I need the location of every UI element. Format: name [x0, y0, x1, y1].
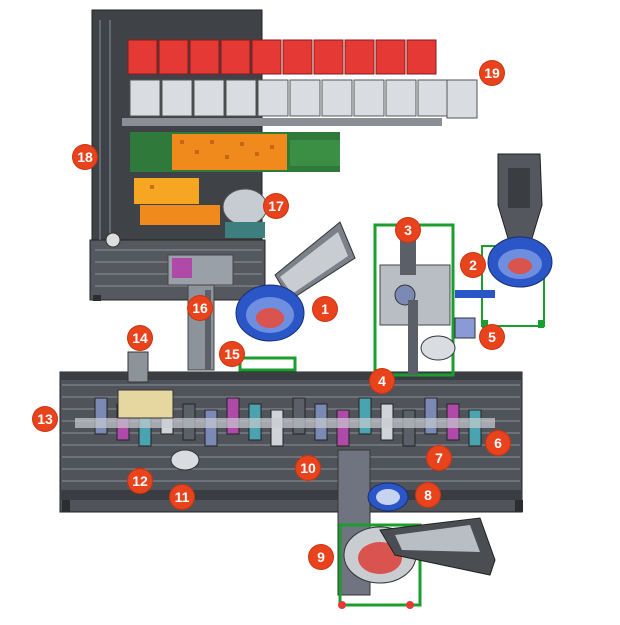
storage-bin: [406, 39, 437, 75]
parts-tray: [225, 79, 257, 117]
callout-17: 17: [264, 194, 288, 218]
callout-12: 12: [128, 469, 152, 493]
storage-bin: [375, 39, 406, 75]
storage-bin: [127, 39, 158, 75]
callout-5: 5: [480, 325, 504, 349]
parts-tray: [193, 79, 225, 117]
callout-9: 9: [309, 545, 333, 569]
callout-10: 10: [296, 456, 320, 480]
callout-15: 15: [220, 342, 244, 366]
pick-robot: [105, 188, 268, 248]
parts-tray: [257, 79, 289, 117]
storage-bin: [282, 39, 313, 75]
parts-tray-loose: [446, 79, 478, 119]
callout-3: 3: [396, 218, 420, 242]
orange-conveyor: [130, 132, 340, 225]
assembly-station: [424, 397, 438, 435]
parts-tray: [129, 79, 161, 117]
callout-2: 2: [461, 253, 485, 277]
table-top-strip: [60, 372, 522, 380]
storage-bin: [158, 39, 189, 75]
parts-tray: [289, 79, 321, 117]
assembly-station: [358, 397, 372, 435]
callout-13: 13: [33, 407, 57, 431]
parts-tray: [417, 79, 449, 117]
storage-bin: [251, 39, 282, 75]
callout-7: 7: [427, 446, 451, 470]
storage-bin: [220, 39, 251, 75]
assembly-station: [94, 397, 108, 435]
storage-bin-row: [127, 39, 437, 75]
support-frame-15: [238, 356, 297, 372]
assembly-station: [292, 397, 306, 435]
callout-8: 8: [416, 483, 440, 507]
storage-bin: [344, 39, 375, 75]
bowl-feeder-8-9: [337, 449, 496, 609]
tray-shelf: [122, 118, 442, 126]
callout-14: 14: [128, 326, 152, 350]
storage-bin: [313, 39, 344, 75]
parts-tray: [385, 79, 417, 117]
assembly-station: [226, 397, 240, 435]
table-feet: [62, 500, 523, 512]
callout-1: 1: [313, 297, 337, 321]
callout-4: 4: [370, 369, 394, 393]
work-rail: [75, 418, 495, 428]
storage-bin: [189, 39, 220, 75]
parts-tray: [321, 79, 353, 117]
parts-tray-row: [129, 79, 478, 119]
table-bottom-strip: [60, 490, 522, 500]
callout-16: 16: [188, 296, 212, 320]
callout-19: 19: [480, 61, 504, 85]
bowl-feeder-1: [235, 221, 356, 342]
callout-6: 6: [486, 431, 510, 455]
feeder-module-2-5: [373, 153, 553, 377]
parts-tray: [353, 79, 385, 117]
callout-11: 11: [170, 485, 194, 509]
parts-tray: [161, 79, 193, 117]
callout-18: 18: [73, 145, 97, 169]
